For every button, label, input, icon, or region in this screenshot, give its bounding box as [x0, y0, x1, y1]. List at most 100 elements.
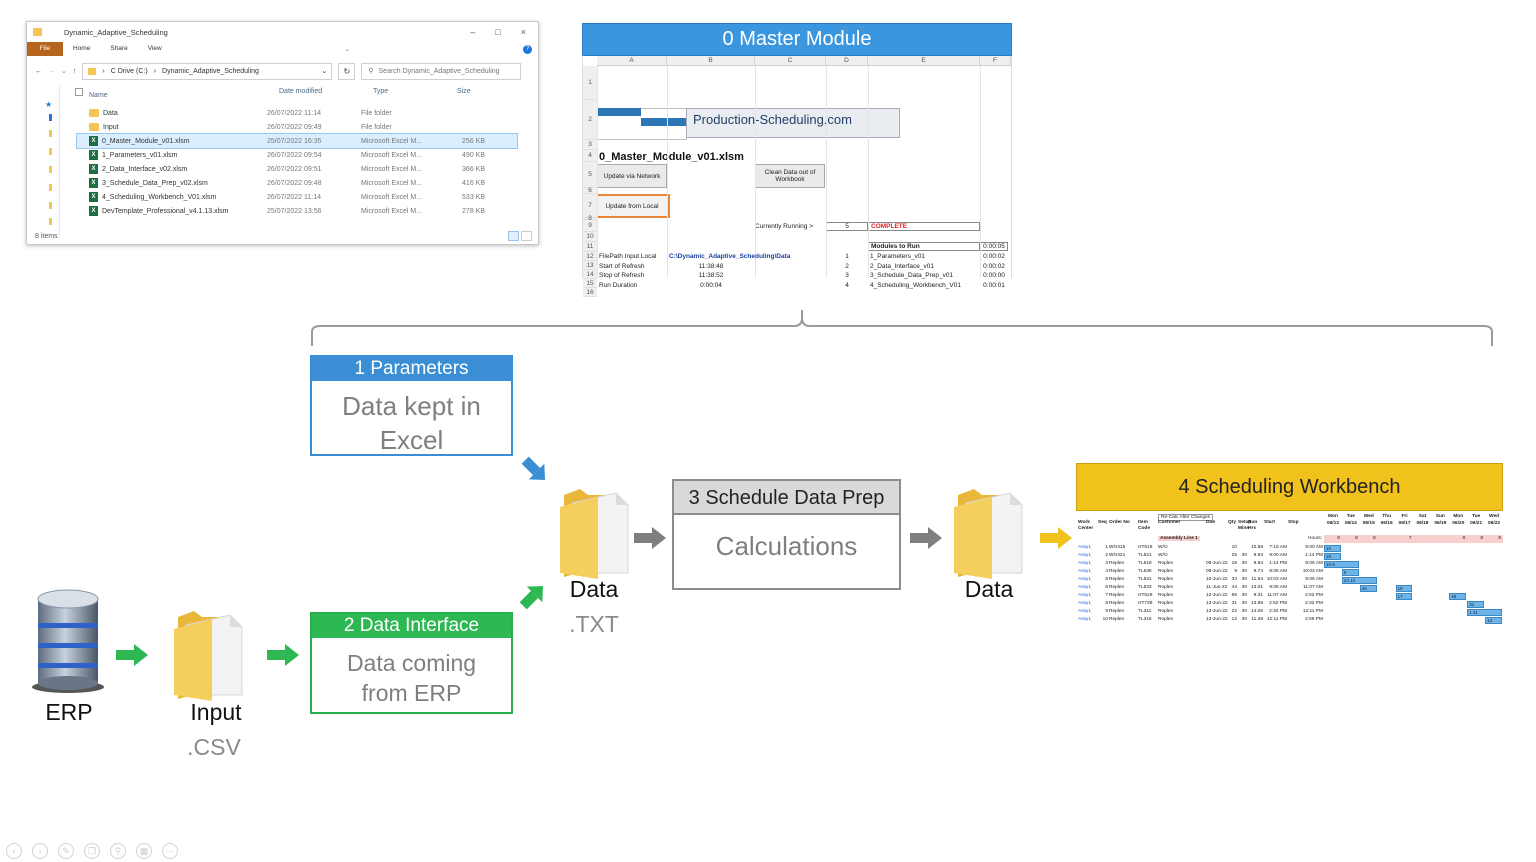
minimize-icon[interactable]: – [470, 27, 476, 37]
address-bar[interactable]: › C Drive (C:) › Dynamic_Adaptive_Schedu… [82, 62, 333, 80]
col-size-header[interactable]: Size [457, 88, 471, 95]
gantt-bar[interactable]: 10 6 [1324, 561, 1359, 568]
gantt-cell-run: 13.86 [1250, 601, 1263, 606]
gantt-cell-setup: 30 [1241, 553, 1247, 558]
forward-icon[interactable]: → [48, 67, 55, 75]
hours-row-shading [1324, 535, 1503, 543]
gantt-bar[interactable]: 24 10 [1341, 577, 1377, 584]
file-type: Microsoft Excel M... [361, 193, 423, 201]
search-input[interactable]: ⚲ Search Dynamic_Adaptive_Scheduling [361, 62, 522, 80]
column-header[interactable]: C [755, 56, 826, 66]
pen-icon[interactable]: ✎ [58, 843, 74, 859]
gantt-bar[interactable]: 25 [1324, 553, 1341, 560]
prev-icon[interactable]: ‹ [6, 843, 22, 859]
close-icon[interactable]: × [520, 27, 526, 37]
nav-scrollbar[interactable] [59, 86, 65, 236]
gantt-bar[interactable]: 1 21 [1467, 609, 1502, 616]
window-title: Dynamic_Adaptive_Scheduling [64, 27, 168, 37]
gantt-cell-cust: W/O [1158, 545, 1168, 550]
column-header[interactable]: D [826, 56, 868, 66]
row-header[interactable]: 1 [583, 66, 597, 100]
row-header[interactable]: 4 [583, 150, 597, 162]
tiles-view-icon[interactable] [521, 231, 532, 241]
row-header[interactable]: 2 [583, 100, 597, 140]
tab-view[interactable]: View [147, 45, 162, 52]
row-header[interactable]: 13 [583, 261, 597, 270]
col-type-header[interactable]: Type [373, 88, 389, 95]
row-header[interactable]: 3 [583, 140, 597, 150]
recalc-button[interactable]: Re-Calc After Changes [1158, 514, 1214, 521]
row-header[interactable]: 11 [583, 242, 597, 252]
help-icon[interactable]: ? [522, 44, 532, 54]
gantt-bar[interactable]: 18 [1395, 585, 1413, 592]
gantt-cell-run: 8.84 [1253, 561, 1263, 566]
up-icon[interactable]: ↑ [72, 67, 77, 75]
gantt-bar[interactable]: 12 [1485, 617, 1502, 624]
col-name-header[interactable]: Name [89, 91, 108, 99]
zoom-icon[interactable]: ⚲ [110, 843, 126, 859]
breadcrumb-drive[interactable]: C Drive (C:) [110, 67, 148, 75]
details-view-icon[interactable] [508, 231, 519, 241]
clean-data-button[interactable]: Clean Data out of Workbook [755, 164, 825, 188]
refresh-icon[interactable]: ↻ [338, 62, 356, 80]
chevron-down-icon[interactable]: ⌄ [321, 68, 328, 75]
gantt-bar[interactable]: 26 [1359, 585, 1377, 592]
module-time: 0:00:02 [983, 253, 1005, 260]
select-all-checkbox[interactable] [75, 88, 83, 96]
tab-home[interactable]: Home [73, 45, 91, 52]
file-name: 0_Master_Module_v01.xlsm [102, 137, 190, 145]
column-header[interactable]: E [868, 56, 980, 66]
search-icon: ⚲ [368, 68, 374, 75]
row-header[interactable]: 14 [583, 270, 597, 279]
grid-icon[interactable]: ▦ [136, 843, 152, 859]
chevron-down-icon[interactable]: ⌄ [344, 46, 351, 53]
gantt-cell-stop: 2:52 PM [1305, 593, 1323, 598]
column-header: Item Code [1138, 520, 1150, 531]
file-row[interactable]: Input 26/07/2022 09:49 File folder [77, 120, 517, 134]
back-icon[interactable]: ← [35, 67, 42, 75]
breadcrumb-folder[interactable]: Dynamic_Adaptive_Scheduling [162, 67, 259, 75]
chevron-down-icon[interactable]: ⌄ [61, 68, 67, 75]
copy-icon[interactable]: ❐ [84, 843, 100, 859]
row-header[interactable]: 9 [583, 220, 597, 232]
file-row[interactable]: Data 26/07/2022 11:14 File folder [77, 106, 517, 120]
gantt-bar[interactable]: 49 [1449, 593, 1467, 600]
row-header[interactable]: 5 [583, 162, 597, 188]
row-header[interactable]: 10 [583, 232, 597, 242]
group-label: Assembly Line 1 [1158, 536, 1200, 541]
day-hours: 8 [1373, 536, 1376, 541]
row-header[interactable]: 15 [583, 279, 597, 288]
more-icon[interactable]: ⋯ [162, 843, 178, 859]
gantt-bar[interactable]: 9 [1341, 569, 1359, 576]
column-header[interactable]: F [980, 56, 1011, 66]
nav-marker [49, 114, 52, 121]
gantt-bar[interactable]: 10 [1324, 545, 1341, 552]
navigation-pane[interactable]: ★ [45, 100, 57, 230]
next-icon[interactable]: › [32, 843, 48, 859]
row-header[interactable]: 7 [583, 194, 597, 218]
gantt-bar[interactable]: 31 [1467, 601, 1485, 608]
row-header[interactable]: 12 [583, 252, 597, 261]
tab-share[interactable]: Share [110, 45, 128, 52]
day-name: Thu [1382, 514, 1392, 519]
column-header[interactable]: A [597, 56, 667, 66]
file-size: 490 KB [462, 151, 485, 159]
row-header[interactable]: 16 [583, 288, 597, 297]
input-label: Input [190, 699, 242, 725]
row-header[interactable]: 6 [583, 187, 597, 194]
nav-marker [49, 218, 52, 225]
gantt-bar[interactable]: 17 [1395, 593, 1413, 600]
column-header[interactable]: B [667, 56, 755, 66]
tab-file[interactable]: File [27, 42, 63, 56]
gantt-cell-order: Replen [1109, 609, 1125, 614]
col-date-header[interactable]: Date modified [279, 88, 323, 95]
maximize-icon[interactable]: □ [495, 27, 501, 37]
row-header[interactable]: 8 [583, 215, 597, 222]
